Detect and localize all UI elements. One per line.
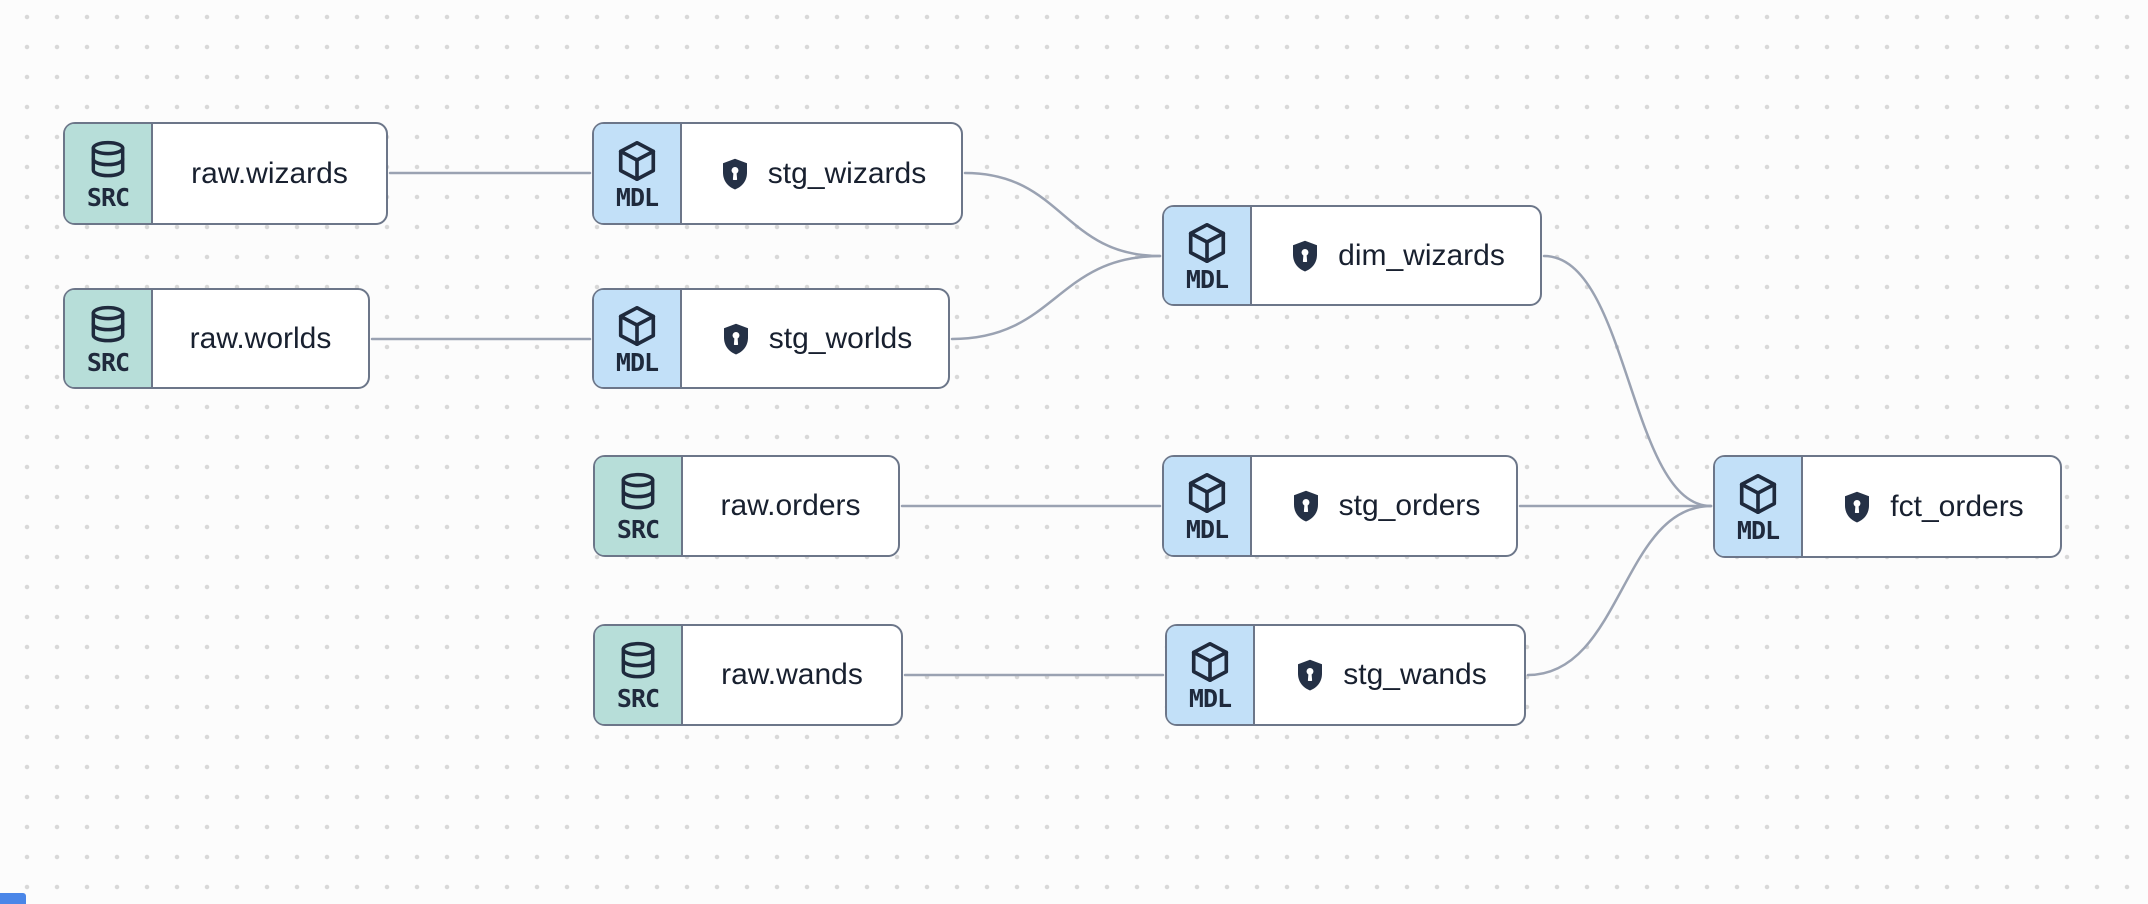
node-type-badge: MDL <box>1715 457 1803 556</box>
shield-lock-icon <box>717 156 753 192</box>
node-label: raw.orders <box>720 489 861 522</box>
edge-stg_wands-to-fct_orders <box>1526 504 1713 677</box>
shield-lock-icon <box>718 321 754 357</box>
node-label: raw.wizards <box>191 156 348 190</box>
node-type-badge: MDL <box>1164 207 1252 304</box>
database-icon <box>86 303 130 349</box>
node-type-badge: MDL <box>594 290 682 387</box>
cube-icon <box>1739 473 1777 514</box>
node-type-badge: SRC <box>595 626 683 724</box>
node-type-label: SRC <box>616 684 660 713</box>
node-type-label: MDL <box>615 347 659 377</box>
node-label: stg_worlds <box>768 321 913 355</box>
cube-icon <box>614 138 660 184</box>
node-label: stg_orders <box>1338 489 1481 522</box>
node-type-badge: MDL <box>1167 626 1255 724</box>
node-raw_worlds[interactable]: SRC raw.worlds <box>63 288 370 389</box>
cube-icon <box>1735 471 1781 517</box>
node-fct_orders[interactable]: MDL fct_orders <box>1713 455 2062 558</box>
cube-icon <box>1187 639 1233 685</box>
database-icon <box>621 641 655 679</box>
node-type-label: SRC <box>86 182 130 212</box>
node-raw_wands[interactable]: SRC raw.wands <box>593 624 903 726</box>
node-stg_wizards[interactable]: MDL stg_wizards <box>592 122 963 225</box>
node-dim_wizards[interactable]: MDL dim_wizards <box>1162 205 1542 306</box>
node-label: stg_wizards <box>767 156 927 190</box>
database-icon <box>91 140 125 177</box>
node-label: stg_wands <box>1343 658 1487 691</box>
cube-icon <box>614 303 660 349</box>
database-icon <box>91 305 125 342</box>
cube-icon <box>1184 220 1230 266</box>
node-type-label: MDL <box>1188 684 1232 713</box>
shield-lock-icon <box>1288 488 1324 524</box>
edge-stg_worlds-to-dim_wizards <box>950 254 1162 341</box>
node-stg_wands[interactable]: MDL stg_wands <box>1165 624 1526 726</box>
node-label: raw.wands <box>721 658 863 691</box>
node-label: raw.worlds <box>189 321 332 355</box>
node-type-badge: SRC <box>65 290 153 387</box>
shield-lock-icon <box>1292 657 1328 693</box>
cube-icon <box>618 305 656 346</box>
node-label: fct_orders <box>1890 489 2024 523</box>
database-icon <box>86 138 130 184</box>
database-icon <box>621 472 655 510</box>
cube-icon <box>1191 641 1229 683</box>
edge-dim_wizards-to-fct_orders <box>1542 254 1713 508</box>
database-icon <box>616 470 660 516</box>
edge-stg_wizards-to-dim_wizards <box>963 171 1162 258</box>
node-type-label: MDL <box>1185 264 1229 294</box>
node-raw_wizards[interactable]: SRC raw.wizards <box>63 122 388 225</box>
database-icon <box>616 639 660 685</box>
cube-icon <box>1188 222 1226 263</box>
node-type-badge: SRC <box>595 457 683 555</box>
node-type-label: SRC <box>616 515 660 544</box>
node-label: dim_wizards <box>1338 238 1505 272</box>
node-stg_worlds[interactable]: MDL stg_worlds <box>592 288 950 389</box>
node-type-label: MDL <box>1185 515 1229 544</box>
node-type-badge: MDL <box>1164 457 1252 555</box>
node-type-badge: MDL <box>594 124 682 223</box>
node-stg_orders[interactable]: MDL stg_orders <box>1162 455 1518 557</box>
node-type-label: SRC <box>86 347 130 377</box>
shield-lock-icon <box>1287 238 1323 274</box>
cube-icon <box>618 140 656 181</box>
node-type-label: MDL <box>615 182 659 212</box>
cube-icon <box>1184 470 1230 516</box>
shield-lock-icon <box>1839 489 1875 525</box>
node-raw_orders[interactable]: SRC raw.orders <box>593 455 900 557</box>
cube-icon <box>1188 472 1226 514</box>
node-type-badge: SRC <box>65 124 153 223</box>
node-type-label: MDL <box>1736 515 1780 545</box>
minimap-viewport-fragment <box>0 893 26 904</box>
